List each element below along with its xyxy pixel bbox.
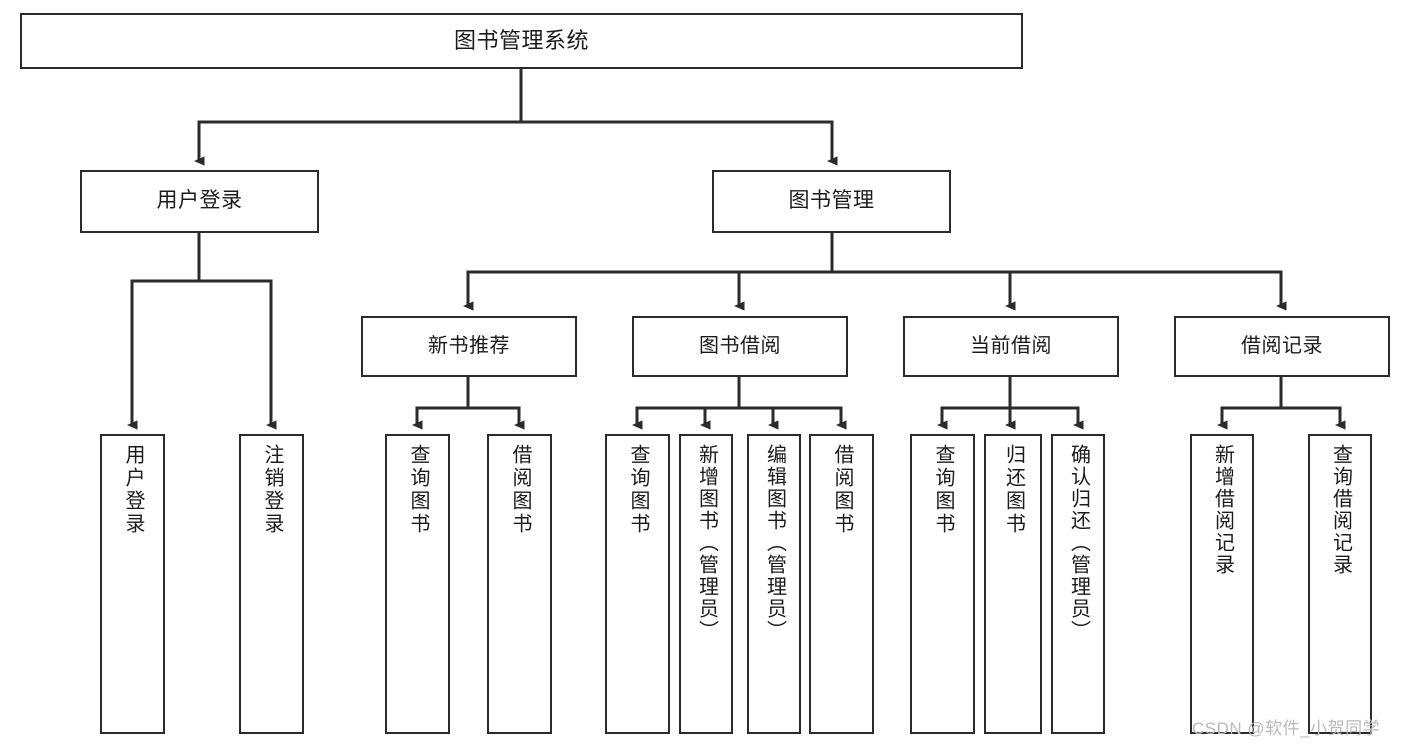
node-leaf-borrow-book-recommend-label: 借阅图书	[509, 444, 531, 536]
node-user-login[interactable]: 用户登录	[80, 170, 319, 233]
node-leaf-borrow-book[interactable]: 借阅图书	[809, 434, 874, 734]
node-borrow-record-label: 借阅记录	[1241, 334, 1323, 357]
node-leaf-confirm-return-admin[interactable]: 确认归还（管理员）	[1051, 434, 1105, 734]
node-leaf-query-book-recommend-label: 查询图书	[407, 444, 429, 536]
node-leaf-query-borrow-record[interactable]: 查询借阅记录	[1308, 434, 1372, 734]
node-leaf-return-book-label: 归还图书	[1002, 444, 1025, 536]
node-root-system-label: 图书管理系统	[453, 28, 589, 54]
node-leaf-query-book-borrow-label: 查询图书	[627, 444, 649, 536]
node-leaf-confirm-return-admin-label: 确认归还（管理员）	[1067, 444, 1090, 642]
node-book-borrow-label: 图书借阅	[699, 334, 781, 357]
node-leaf-borrow-book-recommend[interactable]: 借阅图书	[487, 434, 552, 734]
node-leaf-add-borrow-record-label: 新增借阅记录	[1211, 444, 1234, 576]
node-leaf-logout-label: 注销登录	[261, 444, 283, 536]
node-book-management-label: 图书管理	[788, 189, 875, 213]
node-leaf-return-book[interactable]: 归还图书	[984, 434, 1042, 734]
node-current-borrow[interactable]: 当前借阅	[903, 316, 1119, 377]
csdn-watermark: CSDN @软件_小贺同学	[1192, 719, 1381, 738]
node-leaf-query-book-recommend[interactable]: 查询图书	[385, 434, 450, 734]
node-current-borrow-label: 当前借阅	[970, 334, 1052, 357]
node-leaf-query-book-current[interactable]: 查询图书	[910, 434, 975, 734]
node-book-borrow[interactable]: 图书借阅	[632, 316, 848, 377]
node-leaf-user-login-label: 用户登录	[122, 444, 144, 536]
node-borrow-record[interactable]: 借阅记录	[1174, 316, 1390, 377]
node-new-book-recommend[interactable]: 新书推荐	[361, 316, 577, 377]
node-leaf-add-book-admin[interactable]: 新增图书（管理员）	[679, 434, 733, 734]
node-leaf-add-borrow-record[interactable]: 新增借阅记录	[1190, 434, 1254, 734]
node-leaf-query-book-current-label: 查询图书	[932, 444, 954, 536]
node-new-book-recommend-label: 新书推荐	[428, 334, 510, 357]
node-leaf-query-book-borrow[interactable]: 查询图书	[605, 434, 670, 734]
node-leaf-add-book-admin-label: 新增图书（管理员）	[695, 444, 718, 642]
node-leaf-edit-book-admin-label: 编辑图书（管理员）	[763, 444, 786, 642]
node-root-system[interactable]: 图书管理系统	[20, 13, 1023, 69]
node-leaf-edit-book-admin[interactable]: 编辑图书（管理员）	[747, 434, 801, 734]
node-leaf-user-login[interactable]: 用户登录	[100, 434, 165, 734]
node-book-management[interactable]: 图书管理	[712, 170, 951, 233]
node-leaf-borrow-book-label: 借阅图书	[831, 444, 853, 536]
node-leaf-logout[interactable]: 注销登录	[239, 434, 304, 734]
node-leaf-query-borrow-record-label: 查询借阅记录	[1329, 444, 1352, 576]
node-user-login-label: 用户登录	[156, 189, 243, 213]
